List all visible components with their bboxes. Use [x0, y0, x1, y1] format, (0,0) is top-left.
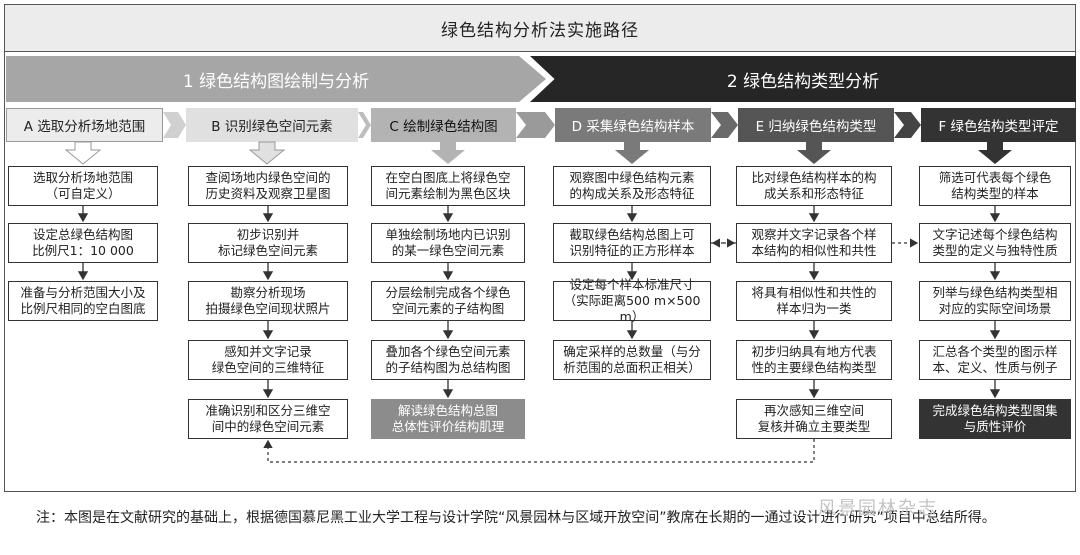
header-arrow-d-e: [711, 112, 738, 138]
step-f1: 筛选可代表每个绿色 结构类型的样本: [919, 166, 1071, 206]
step-e5: 再次感知三维空间 复核并确立主要类型: [736, 399, 892, 439]
down-arrow-d: [615, 142, 649, 164]
header-e: E 归纳绿色结构类型: [738, 108, 894, 142]
step-b2: 初步识别并 标记绿色空间元素: [188, 223, 348, 263]
step-b1: 查阅场地内绿色空间的 历史资料及观察卫星图: [188, 166, 348, 206]
step-f3: 列举与绿色结构类型相 对应的实际空间场景: [919, 281, 1071, 321]
dashed-links: [263, 238, 919, 463]
step-e2: 观察并文字记录各个样 本结构的相似性和共性: [736, 223, 892, 263]
step-a2: 设定总绿色结构图 比例尺1：10 000: [8, 223, 158, 263]
header-f: F 绿色结构类型评定: [921, 108, 1076, 142]
down-arrow-a: [64, 141, 102, 165]
step-d3: 设定每个样本标准尺寸 （实际距离500 m×500 m）: [553, 277, 711, 324]
header-arrow-c-d: [516, 112, 555, 138]
step-a1: 选取分析场地范围 （可自定义）: [8, 166, 158, 206]
header-b: B 识别绿色空间元素: [186, 108, 358, 142]
watermark-text: 风景园林杂志: [818, 498, 938, 519]
step-d1: 观察图中绿色结构元素 的构成关系及形态特征: [553, 166, 711, 206]
footnote: 注：本图是在文献研究的基础上，根据德国慕尼黑工业大学工程与设计学院“风景园林与区…: [36, 510, 996, 526]
step-c1: 在空白图底上将绿色空 间元素绘制为黑色区块: [371, 166, 525, 206]
header-c: C 绘制绿色结构图: [371, 108, 516, 142]
down-arrow-f: [978, 142, 1012, 164]
step-c4: 叠加各个绿色空间元素 的子结构图为总结构图: [371, 340, 525, 380]
phase-1-banner: 1 绿色结构图绘制与分析: [6, 56, 546, 102]
step-c3: 分层绘制完成各个绿色 空间元素的子结构图: [371, 281, 525, 321]
phase-2-banner: 2 绿色结构类型分析: [530, 56, 1076, 102]
step-f2: 文字记述每个绿色结构 类型的定义与独特性质: [919, 223, 1071, 263]
header-arrow-e-f: [894, 112, 921, 138]
header-a: A 选取分析场地范围: [6, 108, 163, 142]
step-b5: 准确识别和区分三维空 间中的绿色空间元素: [188, 399, 348, 439]
down-arrow-b: [248, 141, 286, 165]
step-b4: 感知并文字记录 绿色空间的三维特征: [188, 340, 348, 380]
step-e3: 将具有相似性和共性的 样本归为一类: [736, 281, 892, 321]
step-d2: 截取绿色结构总图上可 识别特征的正方形样本: [553, 223, 711, 263]
step-arrows: [77, 206, 1001, 399]
step-e1: 比对绿色结构样本的构 成关系和形态特征: [736, 166, 892, 206]
diagram-title: 绿色结构分析法实施路径: [4, 4, 1076, 52]
step-a3: 准备与分析范围大小及 比例尺相同的空白图底: [8, 281, 158, 321]
step-c2: 单独绘制场地内已识别 的某一绿色空间元素: [371, 223, 525, 263]
header-arrow-b-c: [358, 112, 371, 138]
header-d: D 采集绿色结构样本: [555, 108, 711, 142]
step-b3: 勘察分析现场 拍摄绿色空间现状照片: [188, 281, 348, 321]
down-arrow-e: [797, 142, 831, 164]
step-c5: 解读绿色结构总图 总体性评价结构肌理: [371, 399, 525, 439]
down-arrow-c: [431, 142, 465, 164]
header-arrow-a-b: [163, 112, 186, 138]
step-f4: 汇总各个类型的图示样 本、定义、性质与例子: [919, 340, 1071, 380]
step-d4: 确定采样的总数量（与分 析范围的总面积正相关）: [553, 340, 711, 380]
step-f5: 完成绿色结构类型图集 与质性评价: [919, 399, 1071, 439]
step-e4: 初步归纳具有地方代表 性的主要绿色结构类型: [736, 340, 892, 380]
